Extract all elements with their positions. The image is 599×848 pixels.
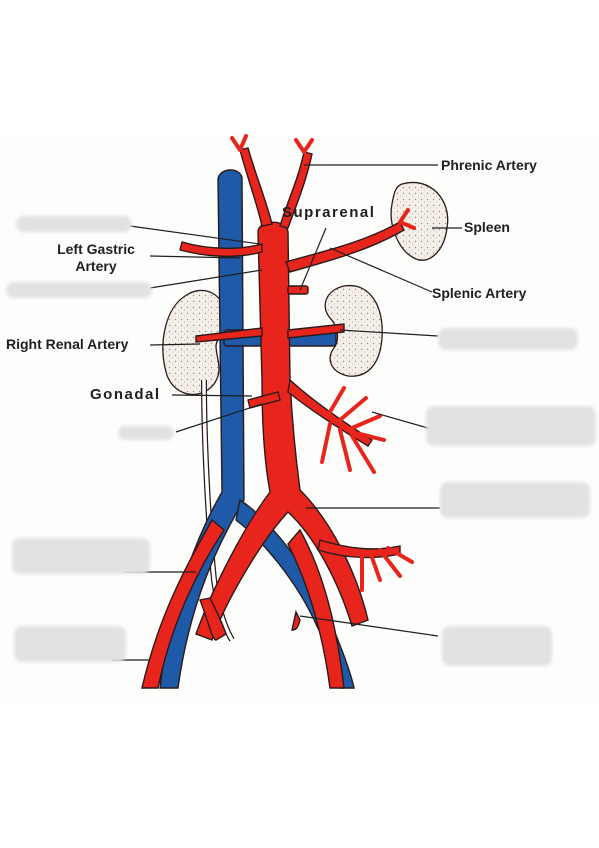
hidden-label-superior-mesenteric xyxy=(426,406,596,446)
label-spleen: Spleen xyxy=(464,219,510,235)
label-right-renal-artery: Right Renal Artery xyxy=(6,336,129,352)
hidden-label-celiac-trunk xyxy=(16,216,132,232)
leader-lines xyxy=(112,164,462,661)
label-left-gastric-artery: Left Gastric Artery xyxy=(44,241,148,275)
hidden-label-hepatic-artery xyxy=(6,282,152,298)
abdominal-aorta xyxy=(141,147,405,689)
label-suprarenal: Suprarenal xyxy=(282,204,376,221)
hidden-label-external-iliac xyxy=(442,626,552,666)
label-phrenic-artery: Phrenic Artery xyxy=(441,157,537,173)
spleen-organ xyxy=(390,181,449,261)
right-kidney-organ xyxy=(162,289,227,395)
label-splenic-artery: Splenic Artery xyxy=(432,285,527,301)
label-left-gastric-line2: Artery xyxy=(75,258,117,274)
hidden-label-common-iliac xyxy=(12,538,150,574)
hidden-label-right-gonadal xyxy=(118,426,174,440)
branch-details xyxy=(230,134,416,592)
label-gonadal: Gonadal xyxy=(90,386,161,403)
hidden-label-inferior-mesenteric xyxy=(440,482,590,518)
label-left-gastric-line1: Left Gastric xyxy=(57,241,135,257)
hidden-label-internal-iliac xyxy=(14,626,126,662)
hidden-label-left-renal-artery xyxy=(438,328,578,350)
